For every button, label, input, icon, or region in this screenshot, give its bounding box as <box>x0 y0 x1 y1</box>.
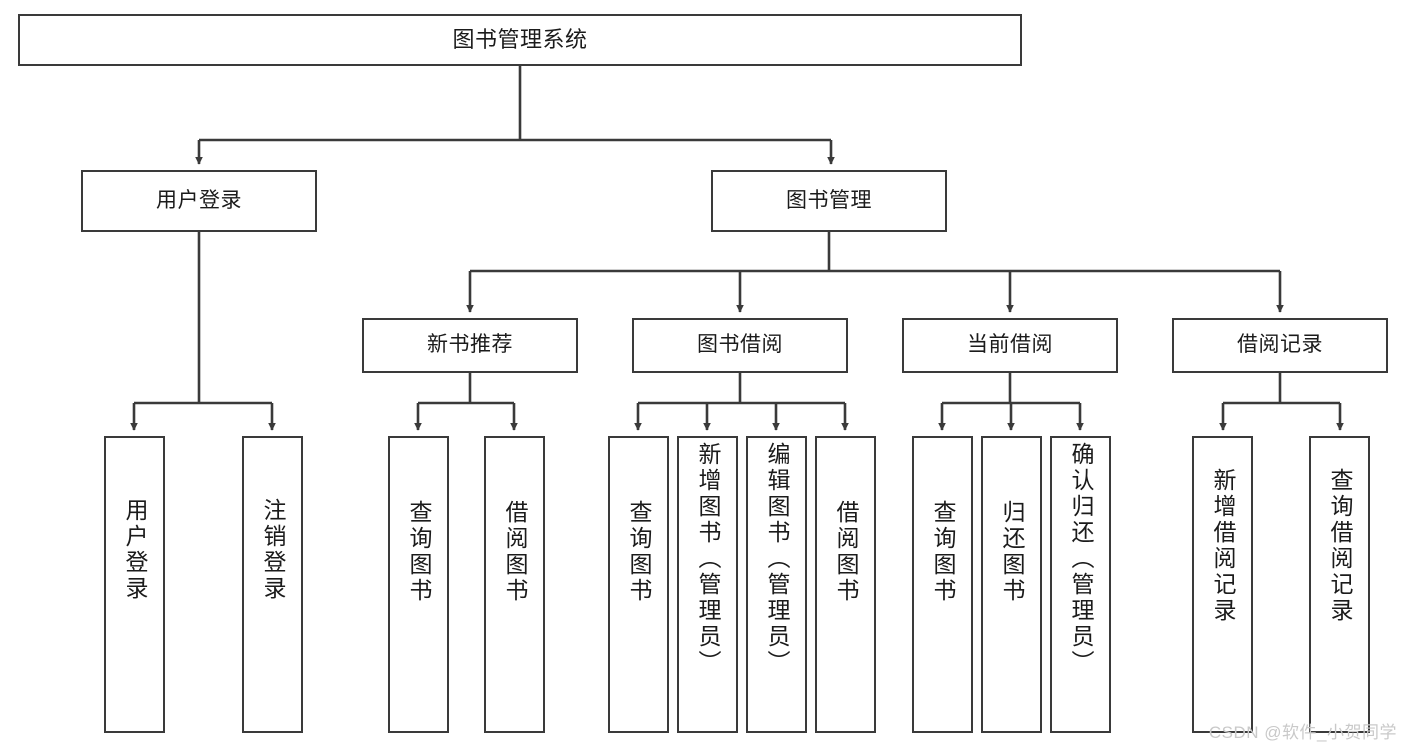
node-label: 编辑图书（管理员） <box>764 442 790 676</box>
node-label: 查询图书 <box>626 500 652 604</box>
node-label: 用户登录 <box>122 498 148 602</box>
node-label: 新增借阅记录 <box>1210 468 1236 624</box>
leaf-edit-book-admin[interactable]: 编辑图书（管理员） <box>746 436 807 733</box>
node-label: 新增图书（管理员） <box>695 442 721 676</box>
node-label: 新书推荐 <box>427 333 513 357</box>
node-label: 归还图书 <box>999 500 1025 604</box>
node-label: 图书管理系统 <box>452 27 588 53</box>
leaf-borrow-book-newbook[interactable]: 借阅图书 <box>484 436 545 733</box>
node-root-system[interactable]: 图书管理系统 <box>18 14 1022 66</box>
node-label: 查询图书 <box>406 500 432 604</box>
leaf-add-borrow-record[interactable]: 新增借阅记录 <box>1192 436 1253 733</box>
leaf-query-borrow-record[interactable]: 查询借阅记录 <box>1309 436 1370 733</box>
csdn-watermark: CSDN @软件_小贺同学 <box>1208 723 1397 742</box>
leaf-query-book-borrow[interactable]: 查询图书 <box>608 436 669 733</box>
leaf-return-book[interactable]: 归还图书 <box>981 436 1042 733</box>
leaf-user-login[interactable]: 用户登录 <box>104 436 165 733</box>
leaf-confirm-return-admin[interactable]: 确认归还（管理员） <box>1050 436 1111 733</box>
node-label: 图书管理 <box>786 188 872 212</box>
node-book-management[interactable]: 图书管理 <box>711 170 947 232</box>
node-label: 借阅记录 <box>1237 333 1323 357</box>
node-current-borrow[interactable]: 当前借阅 <box>902 318 1118 373</box>
node-book-borrow[interactable]: 图书借阅 <box>632 318 848 373</box>
leaf-borrow-book-borrow[interactable]: 借阅图书 <box>815 436 876 733</box>
node-label: 借阅图书 <box>833 500 859 604</box>
node-label: 用户登录 <box>156 188 242 212</box>
node-label: 当前借阅 <box>967 333 1053 357</box>
node-new-book-recommend[interactable]: 新书推荐 <box>362 318 578 373</box>
leaf-logout[interactable]: 注销登录 <box>242 436 303 733</box>
node-label: 图书借阅 <box>697 333 783 357</box>
node-label: 注销登录 <box>260 498 286 602</box>
node-label: 查询借阅记录 <box>1327 468 1353 624</box>
node-borrow-record[interactable]: 借阅记录 <box>1172 318 1388 373</box>
leaf-query-book-current[interactable]: 查询图书 <box>912 436 973 733</box>
node-label: 确认归还（管理员） <box>1068 442 1094 676</box>
leaf-query-book-newbook[interactable]: 查询图书 <box>388 436 449 733</box>
node-user-login[interactable]: 用户登录 <box>81 170 317 232</box>
node-label: 查询图书 <box>930 500 956 604</box>
node-label: 借阅图书 <box>502 500 528 604</box>
leaf-add-book-admin[interactable]: 新增图书（管理员） <box>677 436 738 733</box>
